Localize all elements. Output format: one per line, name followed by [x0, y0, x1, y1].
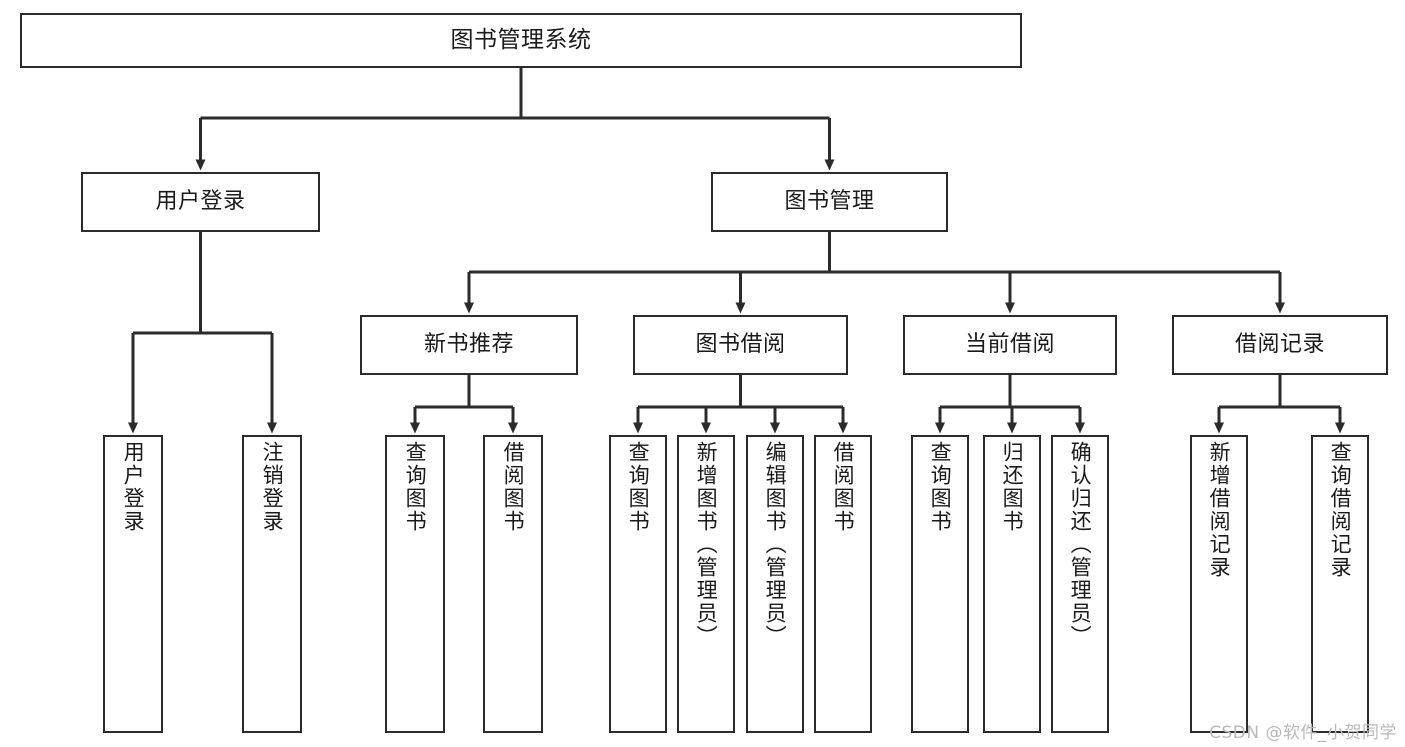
node-label: 注销登录: [260, 441, 285, 533]
node-label: 借阅图书: [831, 441, 856, 533]
node-leaf-query-record[interactable]: 查询借阅记录: [1311, 435, 1369, 733]
node-label: 归还图书: [1000, 441, 1025, 533]
node-leaf-add-record[interactable]: 新增借阅记录: [1190, 435, 1248, 733]
node-leaf-query-book[interactable]: 查询图书: [609, 435, 667, 733]
node-label: 用户登录: [121, 441, 146, 533]
node-label: 图书借阅: [695, 332, 786, 358]
node-label: 图书管理: [784, 189, 875, 215]
node-leaf-borrow-book[interactable]: 借阅图书: [814, 435, 872, 733]
node-label: 新增图书（管理员）: [694, 441, 719, 648]
csdn-watermark: CSDN @软件_小贺同学: [1209, 723, 1397, 743]
node-leaf-logout[interactable]: 注销登录: [242, 435, 302, 733]
node-new-book-rec[interactable]: 新书推荐: [360, 315, 578, 375]
node-label: 查询图书: [626, 441, 651, 533]
node-leaf-query-book-cur[interactable]: 查询图书: [911, 435, 969, 733]
node-label: 查询图书: [403, 441, 428, 533]
node-leaf-user-login[interactable]: 用户登录: [103, 435, 163, 733]
node-leaf-return-book[interactable]: 归还图书: [983, 435, 1041, 733]
node-leaf-query-book-rec[interactable]: 查询图书: [385, 435, 445, 733]
node-label: 新书推荐: [423, 332, 514, 358]
node-current-borrow[interactable]: 当前借阅: [903, 315, 1117, 375]
node-leaf-borrow-book-rec[interactable]: 借阅图书: [483, 435, 543, 733]
node-label: 新增借阅记录: [1207, 441, 1232, 579]
node-label: 查询图书: [928, 441, 953, 533]
node-label: 编辑图书（管理员）: [763, 441, 788, 648]
node-user-login[interactable]: 用户登录: [81, 172, 320, 232]
node-label: 查询借阅记录: [1328, 441, 1353, 579]
node-leaf-edit-book[interactable]: 编辑图书（管理员）: [746, 435, 804, 733]
node-root-root[interactable]: 图书管理系统: [20, 13, 1022, 68]
node-book-manage[interactable]: 图书管理: [711, 172, 948, 232]
node-label: 图书管理系统: [450, 26, 592, 53]
node-borrow-record[interactable]: 借阅记录: [1172, 315, 1388, 375]
node-label: 借阅记录: [1234, 332, 1325, 358]
node-label: 用户登录: [155, 189, 246, 215]
node-label: 当前借阅: [964, 332, 1055, 358]
node-leaf-confirm-return[interactable]: 确认归还（管理员）: [1051, 435, 1109, 733]
node-leaf-add-book[interactable]: 新增图书（管理员）: [677, 435, 735, 733]
node-book-borrow[interactable]: 图书借阅: [633, 315, 848, 375]
node-label: 借阅图书: [501, 441, 526, 533]
node-label: 确认归还（管理员）: [1068, 441, 1093, 648]
